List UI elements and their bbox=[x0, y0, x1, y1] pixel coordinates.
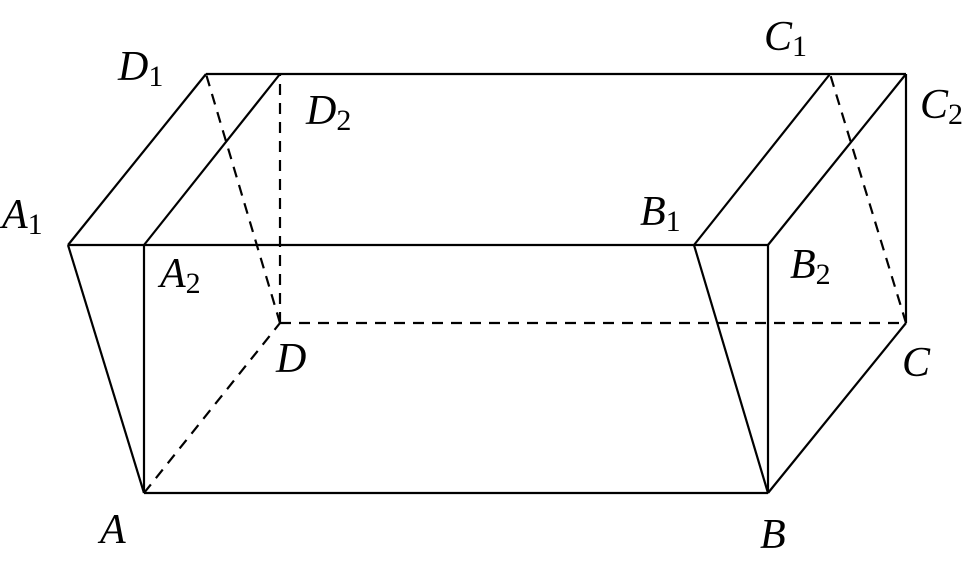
edge-B1-C1 bbox=[693, 73, 831, 246]
edge-C-C1 bbox=[828, 73, 908, 324]
label-A: A bbox=[97, 507, 126, 553]
edge-B2-C2 bbox=[767, 73, 907, 246]
label-B1: B1 bbox=[640, 189, 681, 238]
label-B2: B2 bbox=[790, 242, 831, 291]
label-A2: A2 bbox=[157, 251, 201, 300]
label-C: C bbox=[902, 340, 931, 386]
edge-B-C bbox=[767, 322, 907, 494]
edge-A-A1 bbox=[66, 244, 146, 494]
label-B: B bbox=[760, 512, 786, 558]
label-D1: D1 bbox=[117, 44, 163, 93]
label-A1: A1 bbox=[0, 192, 43, 241]
label-C1: C1 bbox=[764, 14, 807, 63]
edge-A2-D2 bbox=[143, 73, 281, 246]
edge-A1-D1 bbox=[67, 73, 207, 246]
label-D: D bbox=[275, 336, 306, 382]
label-D2: D2 bbox=[305, 88, 351, 137]
edge-D-D1 bbox=[204, 73, 282, 324]
label-C2: C2 bbox=[920, 82, 963, 131]
edge-A-D bbox=[143, 322, 281, 494]
edge-B-B1 bbox=[692, 244, 770, 494]
